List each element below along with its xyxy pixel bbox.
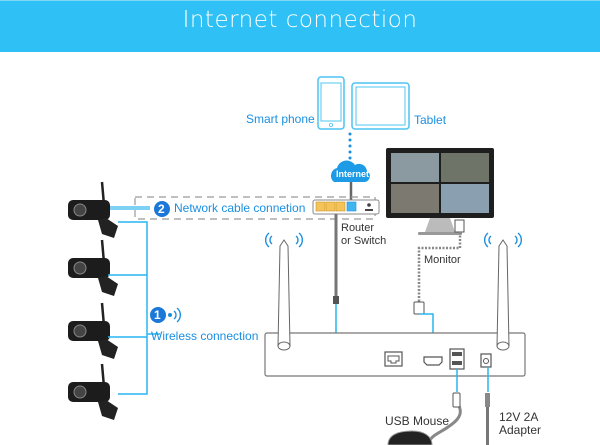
router-label-line-2: or Switch xyxy=(341,235,387,247)
wireless-link-dots xyxy=(348,132,352,166)
router-label: Router or Switch xyxy=(341,222,386,248)
ethernet-plug xyxy=(333,296,339,304)
page-title: Internet connection xyxy=(182,7,418,33)
antenna-right xyxy=(496,239,510,351)
camera-4 xyxy=(68,363,118,420)
hdmi-cable xyxy=(417,232,462,302)
header-banner: Internet connection xyxy=(0,0,600,52)
usb-mouse-label: USB Mouse xyxy=(385,414,450,428)
network-cable-frame xyxy=(134,196,376,220)
wireless-bracket xyxy=(108,221,160,395)
antenna-left xyxy=(277,239,291,351)
power-port-icon xyxy=(480,353,492,368)
usb-plug xyxy=(452,392,461,408)
network-cable-label: Network cable connetion xyxy=(174,201,306,215)
wifi-signal-icon xyxy=(265,232,522,248)
cloud-icon xyxy=(330,160,370,182)
tablet-icon xyxy=(351,82,410,130)
monitor-icon xyxy=(386,148,494,235)
step-1-badge xyxy=(150,307,166,323)
hdmi-port-icon xyxy=(423,356,443,366)
router-icon xyxy=(312,199,380,215)
camera-group xyxy=(68,181,118,420)
adapter-label-line-2: Adapter xyxy=(499,423,542,437)
power-plug xyxy=(485,393,490,407)
step-2-number: 2 xyxy=(158,202,165,216)
router-label-line-1: Router xyxy=(341,222,375,234)
ethernet-port-icon xyxy=(384,351,403,367)
wireless-connection-label: Wireless connection xyxy=(151,329,259,343)
hdmi-plug xyxy=(413,301,425,315)
camera-2 xyxy=(68,239,118,296)
camera-3 xyxy=(68,302,118,359)
step-1-number: 1 xyxy=(154,308,161,322)
step-2-badge xyxy=(154,201,170,217)
adapter-label: 12V 2A Adapter xyxy=(499,411,541,437)
usb-mouse-cable xyxy=(426,394,462,445)
tablet-label: Tablet xyxy=(414,113,447,127)
usb-port-icon xyxy=(449,348,465,370)
usb-mouse-icon xyxy=(387,430,433,445)
adapter-label-line-1: 12V 2A xyxy=(499,410,539,424)
monitor-label: Monitor xyxy=(424,254,461,266)
internet-label: Internet xyxy=(336,169,370,179)
wifi-signal-icon xyxy=(167,307,181,323)
smart-phone-icon xyxy=(317,76,345,130)
camera-1 xyxy=(68,181,118,238)
smart-phone-label: Smart phone xyxy=(246,112,315,126)
